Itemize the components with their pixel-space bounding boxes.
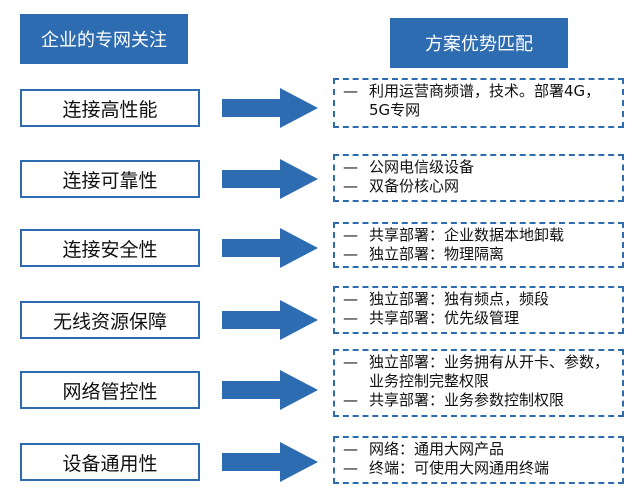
header-solution-advantages: 方案优势匹配: [390, 18, 568, 68]
solution-point: —独立部署：业务拥有从开卡、参数，业务控制完整权限: [343, 353, 610, 390]
concern-label: 网络管控性: [62, 380, 158, 403]
bullet-dash: —: [343, 353, 358, 371]
bullet-dash: —: [343, 177, 358, 195]
solution-box-4: —独立部署：独有频点，频段 —共享部署：优先级管理: [333, 286, 624, 334]
concern-label: 连接安全性: [62, 238, 158, 261]
solution-box-5: —独立部署：业务拥有从开卡、参数，业务控制完整权限 —共享部署：业务参数控制权限: [333, 349, 624, 417]
concern-label: 无线资源保障: [52, 310, 167, 333]
concern-label: 连接可靠性: [62, 169, 158, 192]
concern-box-5: 网络管控性: [20, 371, 200, 409]
arrow-right-icon: [222, 88, 318, 128]
concern-label: 设备通用性: [62, 452, 158, 475]
concern-label: 连接高性能: [62, 98, 158, 121]
bullet-dash: —: [343, 391, 358, 409]
arrow-right-icon: [222, 228, 318, 268]
arrow-right-icon: [222, 300, 318, 340]
solution-box-1: —利用运营商频谱，技术。部署4G，5G专网: [333, 78, 624, 128]
bullet-dash: —: [343, 82, 358, 100]
arrow-right-icon: [222, 442, 318, 482]
solution-point: —共享部署：企业数据本地卸载: [343, 226, 565, 244]
solution-point: —共享部署：优先级管理: [343, 309, 520, 327]
solution-point: —公网电信级设备: [343, 158, 475, 176]
concern-box-3: 连接安全性: [20, 229, 200, 267]
solution-point: —终端：可使用大网通用终端: [343, 459, 550, 477]
arrow-right-icon: [222, 159, 318, 199]
solution-point: —独立部署：独有频点，频段: [343, 290, 550, 308]
solution-point: —双备份核心网: [343, 177, 460, 195]
arrow-right-icon: [222, 370, 318, 410]
bullet-dash: —: [343, 290, 358, 308]
concern-box-6: 设备通用性: [20, 443, 200, 481]
solution-box-3: —共享部署：企业数据本地卸载 —独立部署：物理隔离: [333, 222, 624, 268]
header-enterprise-concerns: 企业的专网关注: [20, 14, 188, 64]
bullet-dash: —: [343, 226, 358, 244]
solution-point: —独立部署：物理隔离: [343, 245, 505, 263]
bullet-dash: —: [343, 158, 358, 176]
solution-point: —利用运营商频谱，技术。部署4G，5G专网: [343, 82, 601, 119]
bullet-dash: —: [343, 245, 358, 263]
concern-box-1: 连接高性能: [20, 89, 200, 127]
bullet-dash: —: [343, 440, 358, 458]
concern-box-2: 连接可靠性: [20, 160, 200, 198]
concern-box-4: 无线资源保障: [20, 301, 200, 339]
bullet-dash: —: [343, 459, 358, 477]
solution-box-6: —网络：通用大网产品 —终端：可使用大网通用终端: [333, 436, 624, 484]
solution-box-2: —公网电信级设备 —双备份核心网: [333, 154, 624, 202]
solution-point: —共享部署：业务参数控制权限: [343, 391, 565, 409]
solution-point: —网络：通用大网产品: [343, 440, 505, 458]
bullet-dash: —: [343, 309, 358, 327]
